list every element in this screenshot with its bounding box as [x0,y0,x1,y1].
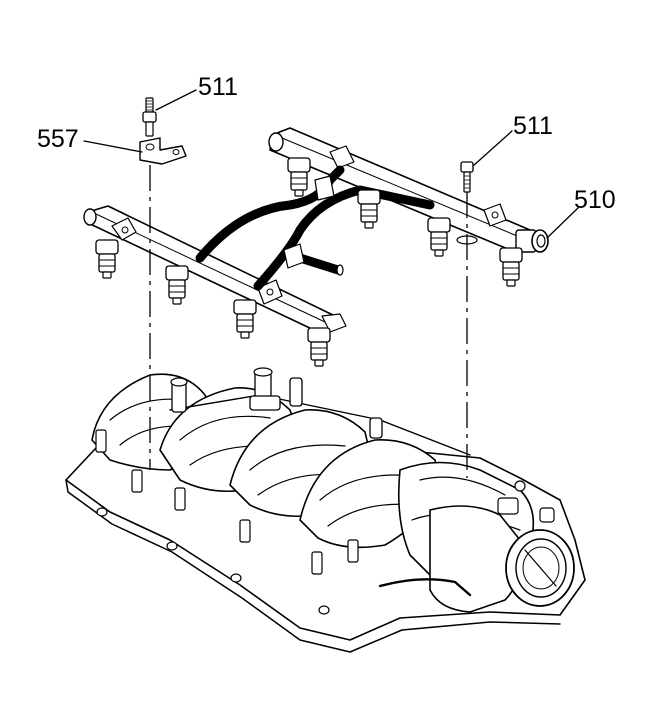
callout-557: 557 [37,125,79,153]
injector [499,247,523,287]
base-bolt-bosses [96,507,330,615]
injector [357,189,381,229]
alignment-lines [149,165,468,478]
left-bank-injectors [95,239,331,367]
callout-511-top: 511 [198,73,238,101]
bracket-557 [139,137,187,165]
injector [165,265,189,305]
intake-manifold [65,367,586,653]
injector [287,157,311,197]
right-fuel-rail [268,127,549,253]
manifold-fittings [170,367,383,439]
injector [427,217,451,257]
injector [233,299,257,339]
throttle-body [429,480,575,613]
fuel-rail-assembly [83,127,549,367]
crossover-tubes [195,165,435,291]
bolt-511-left [142,97,157,137]
right-bank-injectors [287,157,523,287]
callout-511-right: 511 [513,112,553,140]
manifold-bolt-posts [95,429,359,575]
callout-510: 510 [574,186,616,214]
callout-leaders [83,89,579,239]
left-fuel-rail [83,205,347,333]
injector [95,239,119,279]
injector [307,327,331,367]
